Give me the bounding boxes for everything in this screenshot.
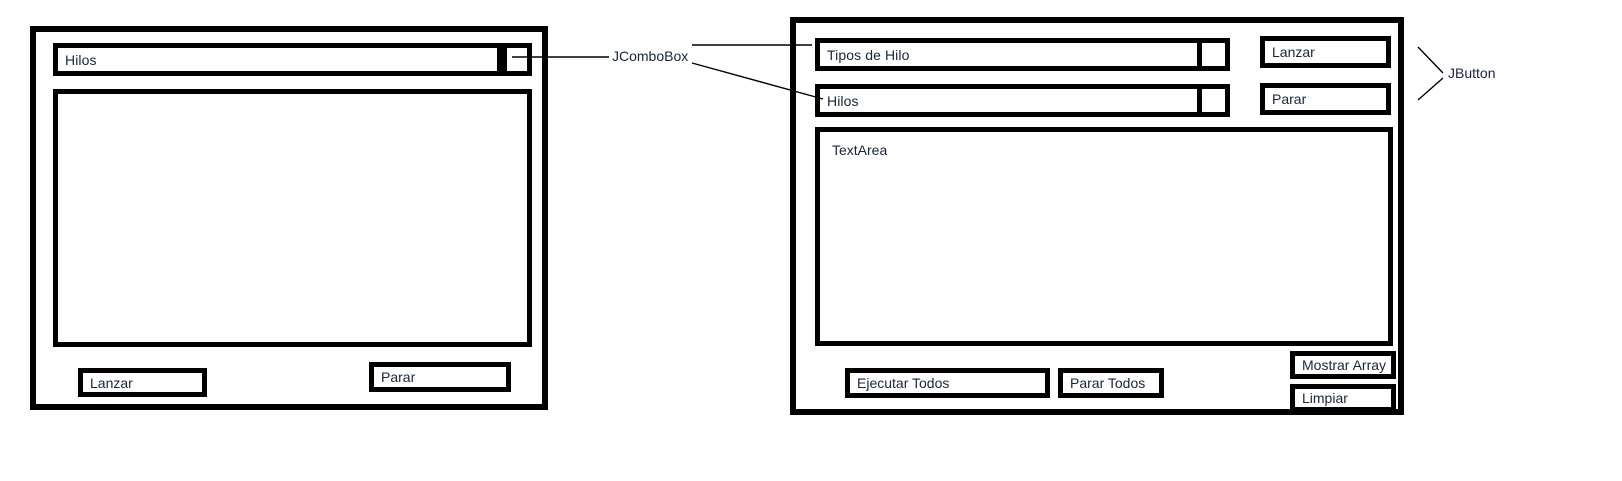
left-button-parar[interactable]: Parar <box>369 362 511 392</box>
left-button-lanzar-label: Lanzar <box>90 374 133 391</box>
right-combobox-tipos-de-hilo-dropdown-button[interactable] <box>1197 38 1230 71</box>
right-textarea[interactable]: TextArea <box>815 127 1393 346</box>
right-button-mostrar-array-label: Mostrar Array <box>1302 357 1387 373</box>
right-button-parar[interactable]: Parar <box>1260 83 1391 115</box>
annotation-jcombobox-label: JComboBox <box>612 48 689 64</box>
left-button-parar-label: Parar <box>381 369 416 385</box>
right-button-mostrar-array[interactable]: Mostrar Array <box>1290 351 1396 379</box>
right-button-ejecutar-todos[interactable]: Ejecutar Todos <box>845 368 1050 398</box>
right-textarea-value: TextArea <box>832 142 888 158</box>
right-combobox-hilos-dropdown-button[interactable] <box>1197 84 1230 117</box>
right-window-frame: Tipos de Hilo Hilos Lanzar Parar TextAre… <box>790 17 1404 415</box>
left-combobox-field[interactable]: Hilos <box>53 43 502 76</box>
right-button-lanzar-label: Lanzar <box>1272 44 1315 60</box>
right-button-ejecutar-todos-label: Ejecutar Todos <box>857 375 950 391</box>
right-button-lanzar[interactable]: Lanzar <box>1260 36 1391 68</box>
right-combobox-hilos-field[interactable]: Hilos <box>815 84 1215 117</box>
left-textarea[interactable] <box>53 89 532 347</box>
right-button-parar-label: Parar <box>1272 91 1307 107</box>
right-button-parar-todos-label: Parar Todos <box>1070 375 1146 391</box>
annotation-jbutton-label: JButton <box>1448 65 1496 81</box>
right-combobox-tipos-de-hilo-field[interactable]: Tipos de Hilo <box>815 38 1215 71</box>
left-combobox-dropdown-button[interactable] <box>502 43 532 76</box>
left-window-frame: Hilos Lanzar Parar <box>30 26 548 410</box>
left-button-lanzar[interactable]: Lanzar <box>78 368 207 397</box>
left-combobox-value: Hilos <box>65 51 97 68</box>
right-button-limpiar[interactable]: Limpiar <box>1290 384 1396 412</box>
right-combobox-hilos-value: Hilos <box>827 92 859 109</box>
right-button-limpiar-label: Limpiar <box>1302 390 1348 406</box>
right-combobox-tipos-de-hilo-value: Tipos de Hilo <box>827 46 910 63</box>
right-button-parar-todos[interactable]: Parar Todos <box>1058 368 1164 398</box>
